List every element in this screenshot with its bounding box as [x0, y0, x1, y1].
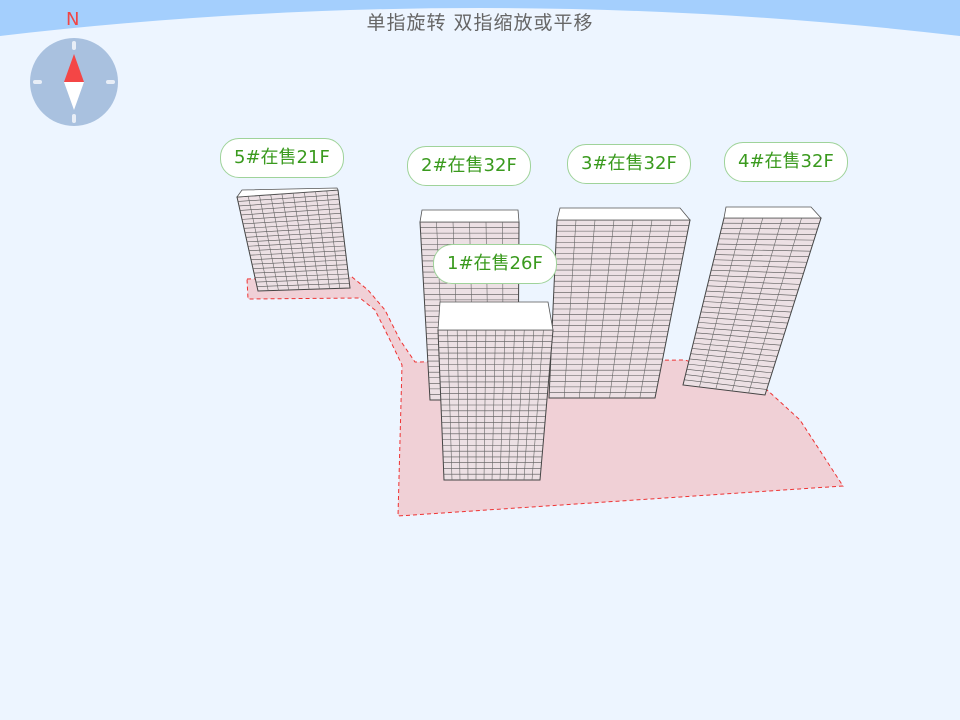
- floor-line: [250, 255, 347, 260]
- floor-line: [712, 264, 806, 269]
- floor-line: [240, 208, 341, 216]
- floor-line: [699, 316, 788, 324]
- floor-line: [700, 311, 790, 318]
- unit-line: [578, 219, 596, 399]
- building-1-label[interactable]: 1#在售26F: [433, 244, 557, 284]
- floor-line: [693, 342, 780, 352]
- unit-line: [515, 329, 525, 481]
- floor-line: [252, 264, 348, 269]
- floor-line: [709, 275, 802, 280]
- floor-line: [241, 213, 341, 220]
- building-roof: [419, 209, 520, 223]
- unit-line: [483, 329, 487, 481]
- floor-line: [711, 269, 804, 274]
- unit-line: [639, 219, 672, 399]
- building-roof: [556, 207, 691, 221]
- building-1[interactable]: [437, 301, 554, 481]
- unit-line: [563, 219, 577, 399]
- building-5[interactable]: [236, 187, 351, 292]
- floor-line: [691, 348, 778, 357]
- unit-line: [624, 219, 653, 399]
- unit-line: [326, 190, 341, 289]
- floor-line: [704, 295, 795, 302]
- floor-line: [713, 259, 808, 263]
- unit-line: [699, 217, 744, 388]
- floor-line: [247, 241, 345, 247]
- floor-line: [695, 332, 783, 340]
- building-3[interactable]: [548, 207, 691, 399]
- compass-needle-icon: [33, 41, 115, 123]
- unit-line: [304, 192, 320, 290]
- floor-line: [690, 353, 776, 363]
- building-roof: [723, 206, 822, 219]
- unit-line: [447, 329, 453, 481]
- floor-line: [708, 280, 801, 285]
- floor-line: [238, 199, 340, 207]
- unit-line: [507, 329, 515, 481]
- floor-line: [244, 227, 343, 234]
- building-2-label[interactable]: 2#在售32F: [407, 146, 531, 186]
- unit-line: [247, 196, 269, 291]
- unit-line: [594, 219, 615, 399]
- unit-line: [456, 329, 461, 481]
- floor-line: [702, 306, 792, 313]
- floor-line: [684, 379, 767, 390]
- unit-line: [491, 329, 496, 481]
- floor-line: [715, 254, 809, 258]
- floor-line: [246, 236, 344, 243]
- building-3-label[interactable]: 3#在售32F: [567, 144, 691, 184]
- unit-line: [270, 194, 289, 291]
- floor-line: [720, 233, 816, 235]
- floor-line: [689, 358, 774, 368]
- floor-line: [686, 369, 771, 379]
- floor-line: [242, 217, 342, 225]
- floor-line: [256, 283, 350, 287]
- floor-line: [697, 327, 785, 335]
- floor-line: [717, 243, 813, 246]
- building-5-label[interactable]: 5#在售21F: [220, 138, 344, 178]
- floor-line: [707, 285, 799, 291]
- floor-line: [239, 203, 340, 211]
- gesture-hint: 单指旋转 双指缩放或平移: [366, 12, 594, 34]
- floor-line: [245, 231, 344, 238]
- floor-line: [706, 290, 797, 296]
- unit-line: [292, 193, 310, 290]
- unit-line: [281, 193, 300, 290]
- floor-line: [237, 194, 339, 202]
- floor-line: [703, 301, 794, 307]
- building-4-label[interactable]: 4#在售32F: [724, 142, 848, 182]
- compass[interactable]: [30, 38, 118, 126]
- unit-line: [259, 195, 279, 291]
- floor-line: [694, 337, 781, 346]
- north-label: N: [66, 9, 80, 30]
- unit-line: [466, 329, 469, 481]
- building-4[interactable]: [682, 206, 822, 396]
- floor-line: [253, 269, 348, 274]
- floor-line: [721, 228, 818, 230]
- sky-band: [0, 0, 960, 36]
- unit-line: [609, 219, 634, 399]
- unit-line: [315, 191, 330, 289]
- floor-line: [685, 374, 769, 385]
- unit-line: [715, 217, 764, 390]
- unit-line: [731, 217, 783, 392]
- floor-line: [716, 249, 811, 252]
- unit-line: [523, 329, 535, 481]
- floor-line: [254, 273, 349, 278]
- unit-line: [748, 217, 802, 394]
- floor-line: [718, 238, 815, 241]
- floor-line: [248, 245, 345, 252]
- unit-line: [499, 329, 506, 481]
- floor-line: [255, 278, 349, 283]
- building-roof: [437, 301, 554, 331]
- floor-line: [688, 363, 773, 374]
- unit-line: [531, 329, 544, 481]
- floor-line: [249, 250, 346, 256]
- floor-line: [251, 259, 347, 265]
- floor-line: [698, 322, 787, 329]
- floor-line: [243, 222, 343, 229]
